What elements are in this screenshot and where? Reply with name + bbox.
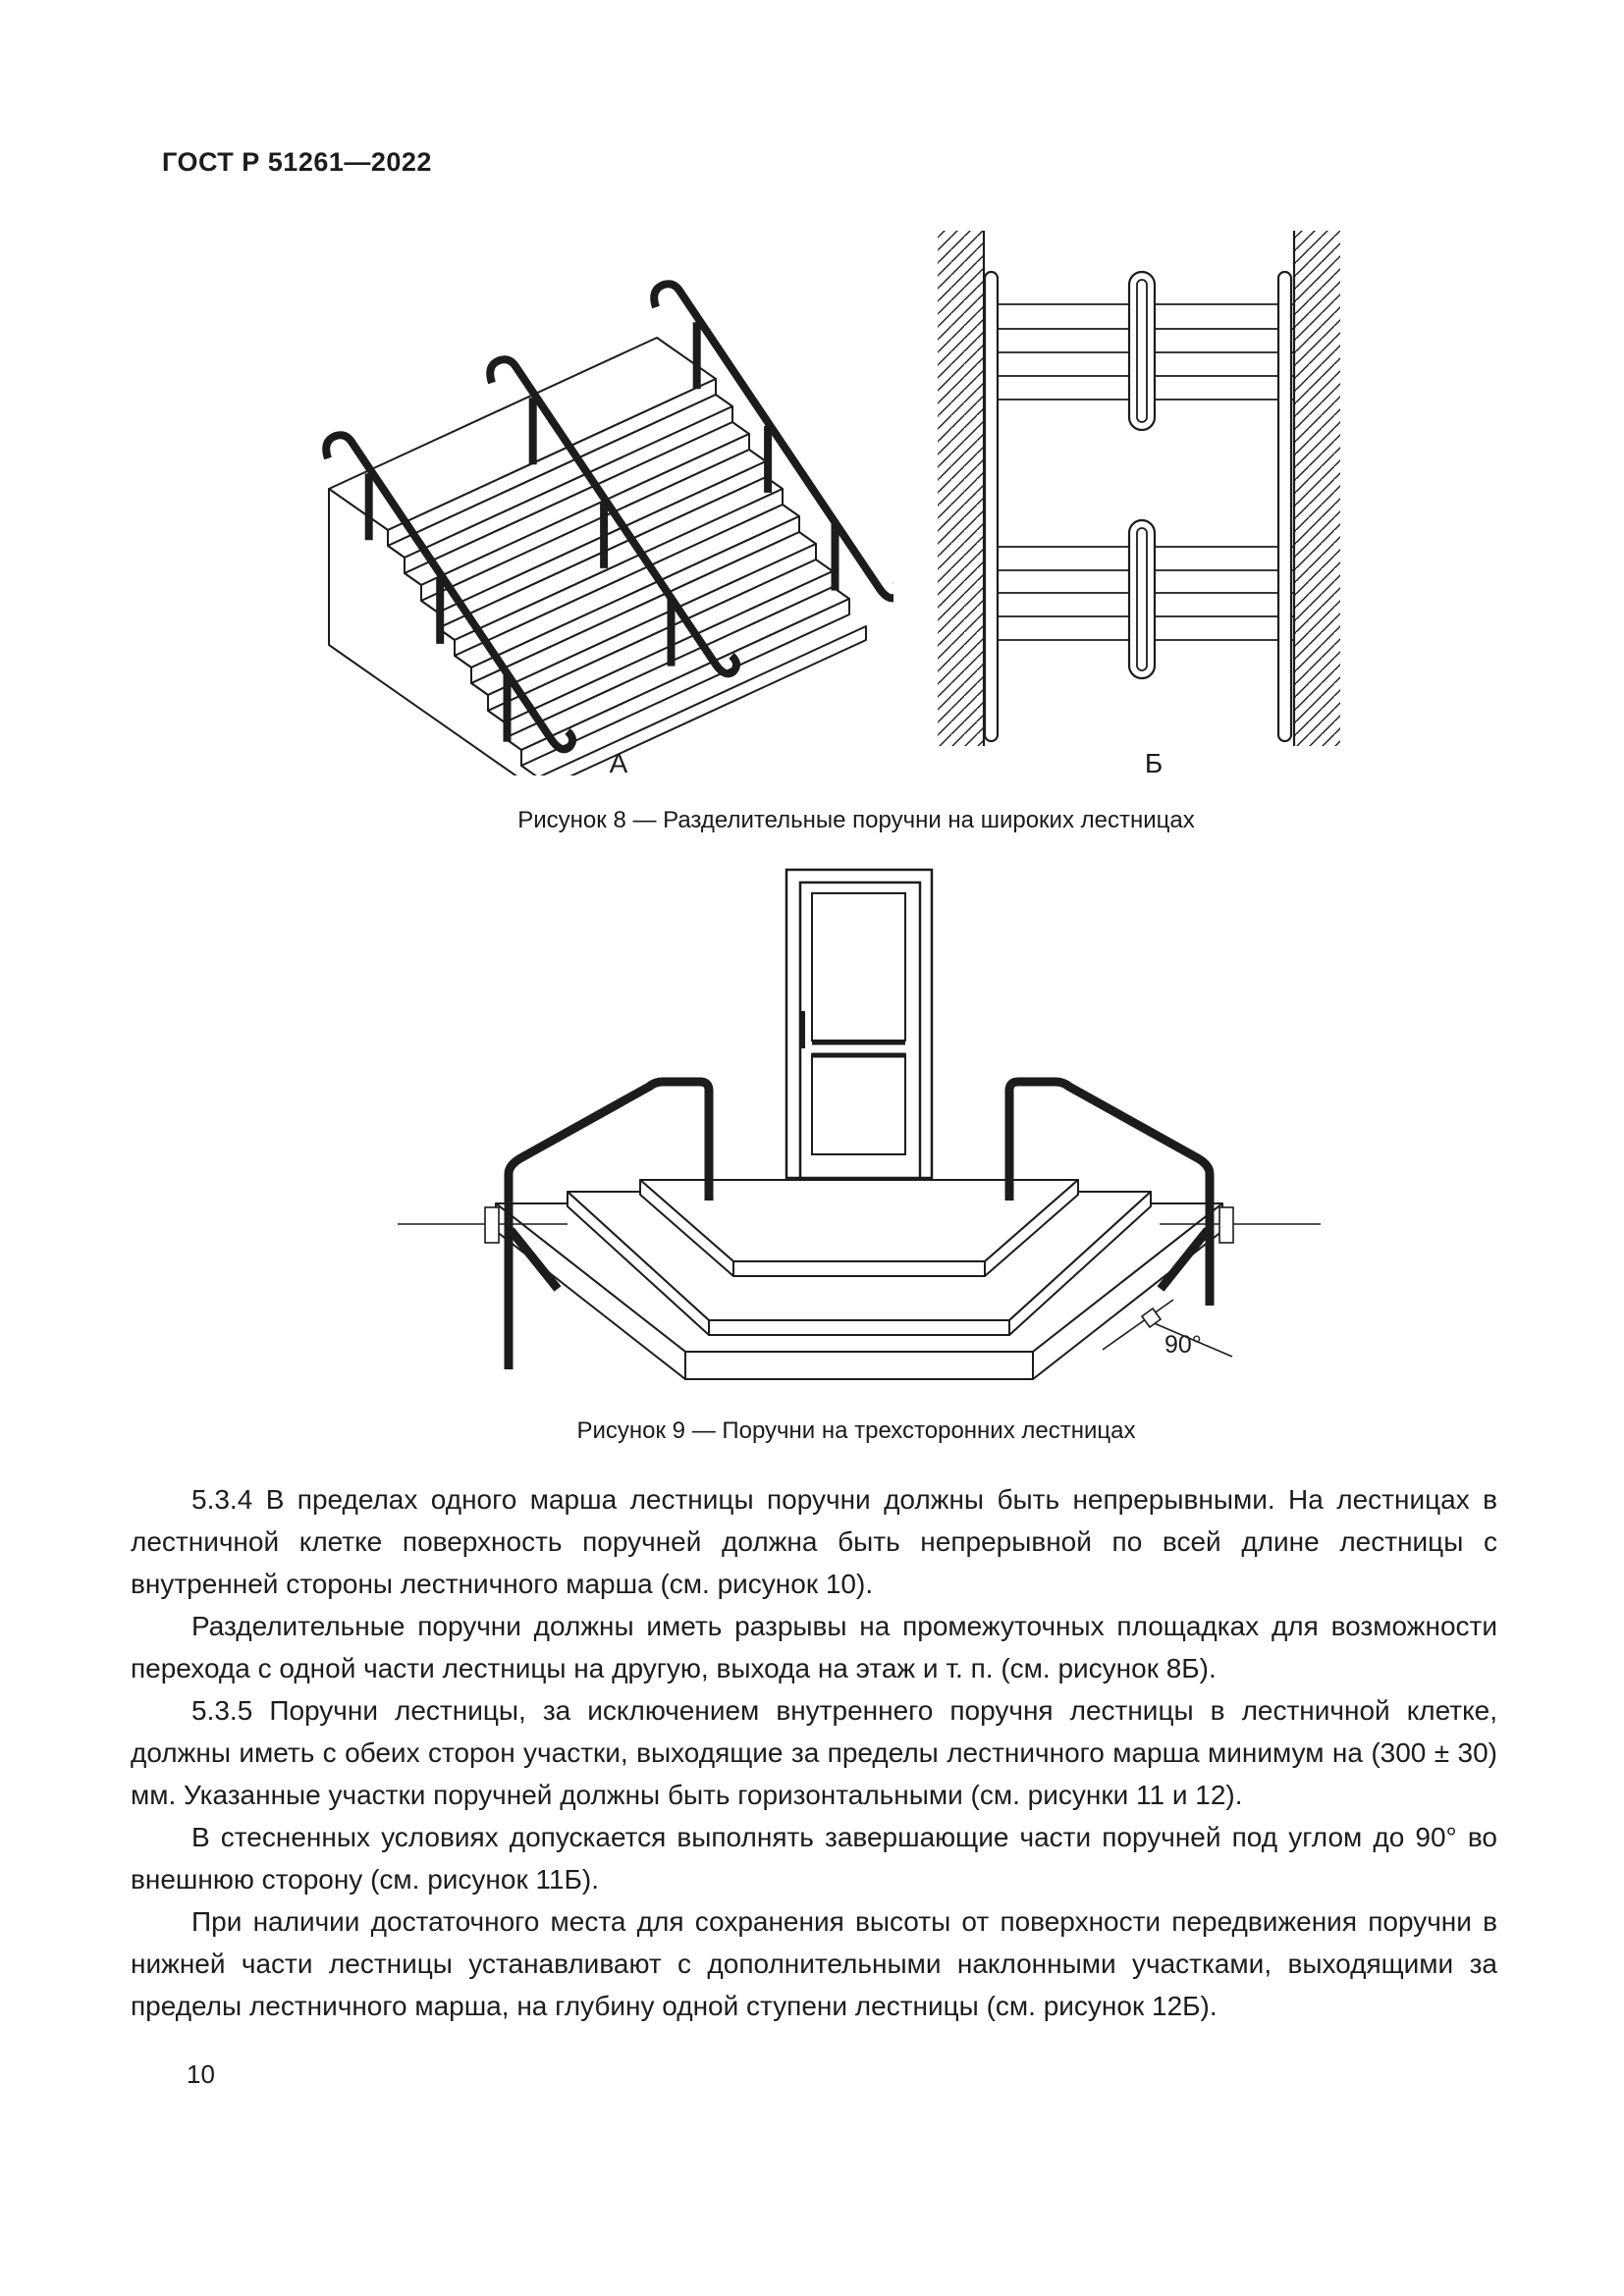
right-angle-marker: [1140, 1307, 1163, 1329]
door-handle: [799, 1011, 805, 1048]
paragraph-dividing-rails: Разделительные поручни должны иметь разр…: [131, 1611, 1497, 1683]
angle-line-slope: [1102, 1299, 1174, 1351]
figure-8-label-a: А: [609, 748, 628, 778]
left-wall-handrail: [983, 270, 1000, 743]
standard-code-header: ГОСТ Р 51261—2022: [162, 147, 432, 177]
handrails: [322, 280, 893, 754]
paragraph-constrained: В стесненных условиях допускается выполн…: [131, 1822, 1497, 1895]
left-handrail: [504, 1077, 714, 1369]
left-wall-hatch: [938, 231, 984, 746]
right-wall-hatch: [1294, 231, 1340, 746]
right-wall-handrail: [1276, 270, 1293, 743]
figure-9-three-sided-stairs: 90°: [398, 868, 1321, 1380]
figure-8b-plan-view: [938, 231, 1340, 746]
figure-8a-isometric-stairs: [322, 280, 893, 775]
angle-annotation: 90°: [1102, 1299, 1233, 1359]
page-number: 10: [187, 2059, 215, 2089]
right-handrail: [1004, 1077, 1215, 1306]
door-lower-panel: [811, 1053, 906, 1155]
figure-9-caption: Рисунок 9 — Поручни на трехсторонних лес…: [576, 1417, 1136, 1444]
figure-8-caption: Рисунок 8 — Разделительные поручни на ши…: [517, 807, 1195, 833]
paragraph-extra-length: При наличии достаточного места для сохра…: [131, 1906, 1497, 2021]
right-handrail-lower-segment: [1157, 1227, 1212, 1292]
lower-dividing-handrail: [1127, 518, 1157, 680]
door-glass-panel: [811, 892, 906, 1041]
top-platform: [639, 1179, 1079, 1277]
angle-line-out: [1151, 1321, 1233, 1358]
left-handrail-lower-segment: [507, 1227, 562, 1292]
stairs-block: [328, 337, 867, 775]
figure-8-label-b: Б: [1144, 748, 1164, 778]
upper-dividing-handrail: [1127, 270, 1157, 432]
angle-label: 90°: [1164, 1331, 1202, 1359]
left-rail-anchor: [484, 1206, 500, 1244]
paragraph-5-3-5: 5.3.5 Поручни лестницы, за исключением в…: [131, 1695, 1497, 1810]
right-rail-anchor: [1218, 1206, 1234, 1244]
door: [785, 868, 934, 1180]
body-text: 5.3.4 В пределах одного марша лестницы п…: [131, 1478, 1497, 2027]
paragraph-5-3-4: 5.3.4 В пределах одного марша лестницы п…: [131, 1484, 1497, 1599]
